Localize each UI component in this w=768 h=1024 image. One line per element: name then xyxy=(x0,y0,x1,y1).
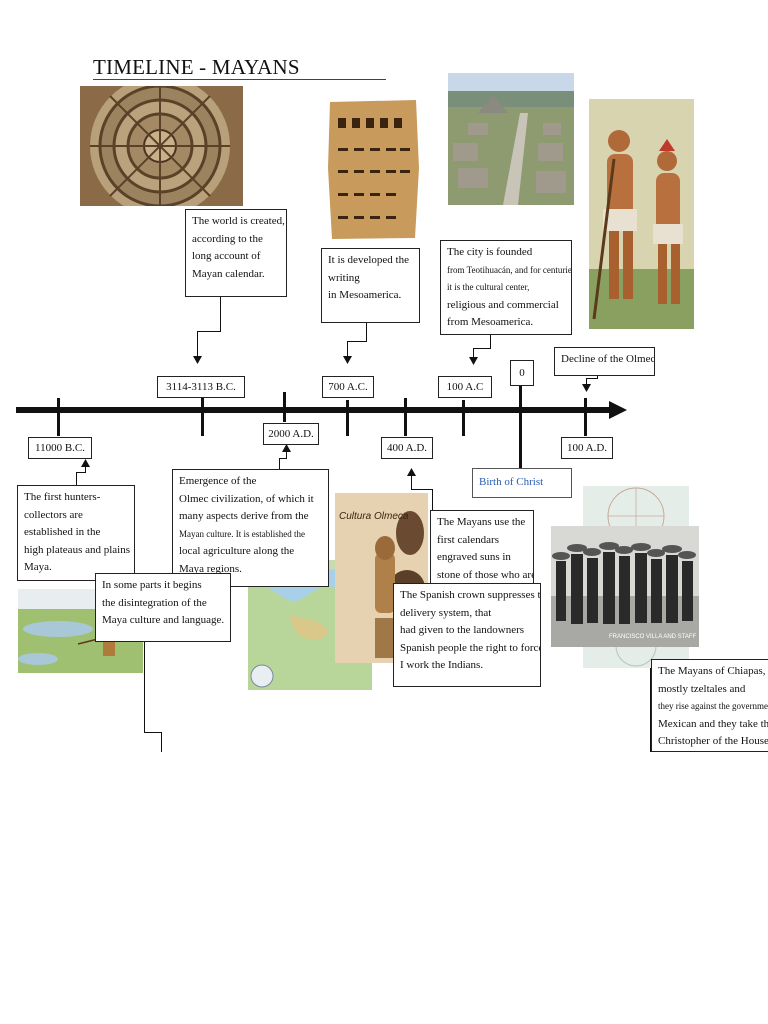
arrow-down-icon xyxy=(582,384,591,392)
connector xyxy=(366,322,367,342)
connector xyxy=(161,732,162,752)
arrow-up-icon xyxy=(81,459,90,467)
connector xyxy=(197,331,198,361)
event-chiapas-uprising: The Mayans of Chiapas, mostly tzeltales … xyxy=(651,659,768,752)
connector xyxy=(473,348,491,349)
tick-400ad xyxy=(404,398,407,436)
date-2000ad: 2000 A.D. xyxy=(263,423,319,445)
connector xyxy=(76,472,77,486)
connector xyxy=(473,348,474,362)
sun-stone-image xyxy=(80,86,243,206)
date-zero: 0 xyxy=(510,360,534,386)
connector xyxy=(144,732,162,733)
maya-warriors-image xyxy=(589,99,694,329)
arrow-down-icon xyxy=(469,357,478,365)
connector xyxy=(347,341,348,361)
arrow-down-icon xyxy=(193,356,202,364)
connector xyxy=(650,668,651,752)
event-olmecs-decline: Decline of the Olmecs. xyxy=(554,347,655,376)
tick-11000bc xyxy=(57,398,60,436)
arrow-up-icon xyxy=(282,444,291,452)
tick-700ac xyxy=(346,400,349,436)
event-olmec-emergence: Emergence of the Olmec civilization, of … xyxy=(172,469,329,587)
connector xyxy=(76,472,86,473)
date-100ac: 100 A.C xyxy=(438,376,492,398)
event-city-founded: The city is founded from Teotihuacán, an… xyxy=(440,240,572,335)
connector xyxy=(197,331,221,332)
connector xyxy=(490,334,491,349)
tick-100ad xyxy=(584,398,587,436)
villa-staff-photo: FRANCISCO VILLA AND STAFF xyxy=(551,526,699,647)
tick-2000ad xyxy=(283,392,286,422)
connector xyxy=(586,378,587,388)
event-first-hunters: The first hunters- collectors are establ… xyxy=(17,485,135,581)
date-100ad: 100 A.D. xyxy=(561,437,613,459)
teotihuacan-image xyxy=(448,73,574,205)
date-11000bc: 11000 B.C. xyxy=(28,437,92,459)
event-spanish-crown: The Spanish crown suppresses the deliver… xyxy=(393,583,541,687)
timeline-arrow-icon xyxy=(609,401,627,419)
date-700ac: 700 A.C. xyxy=(322,376,374,398)
event-birth-of-christ: Birth of Christ xyxy=(472,468,572,498)
date-400ad: 400 A.D. xyxy=(381,437,433,459)
connector xyxy=(597,375,598,379)
connector xyxy=(85,462,86,473)
event-world-created: The world is created, according to the l… xyxy=(185,209,287,297)
connector xyxy=(432,489,433,511)
event-first-calendars: The Mayans use the first calendars engra… xyxy=(430,510,534,584)
title-underline xyxy=(93,79,386,80)
arrow-up-icon xyxy=(407,468,416,476)
connector xyxy=(411,489,433,490)
timeline-axis xyxy=(16,407,610,413)
connector xyxy=(286,446,287,459)
date-3114bc: 3114-3113 B.C. xyxy=(157,376,245,398)
event-writing: It is developed the writing in Mesoameri… xyxy=(321,248,420,323)
connector xyxy=(279,458,280,470)
tick-3114bc xyxy=(201,398,204,436)
villa-caption: FRANCISCO VILLA AND STAFF xyxy=(609,634,697,640)
connector xyxy=(220,296,221,332)
event-disintegration: In some parts it begins the disintegrati… xyxy=(95,573,231,642)
connector xyxy=(144,641,145,733)
tick-100ac xyxy=(462,400,465,436)
arrow-down-icon xyxy=(343,356,352,364)
connector xyxy=(279,458,287,459)
connector xyxy=(586,378,598,379)
olmec-caption: Cultura Olmeca xyxy=(339,511,409,522)
tick-zero xyxy=(519,386,522,470)
page-title: TIMELINE - MAYANS xyxy=(93,55,300,79)
connector xyxy=(347,341,367,342)
maya-glyphs-image xyxy=(326,98,421,241)
connector xyxy=(411,470,412,490)
